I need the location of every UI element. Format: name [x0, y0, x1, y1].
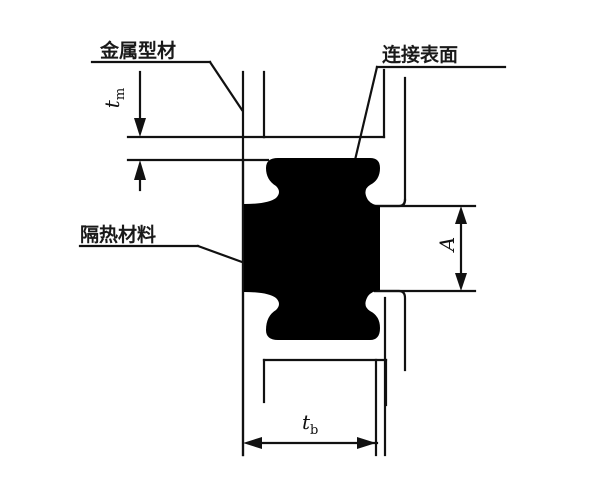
dimension-A: A — [435, 236, 460, 252]
label-metal-profile: 金属型材 — [100, 40, 177, 62]
label-connection-surface: 连接表面 — [382, 44, 459, 66]
dimension-tb: tb — [302, 410, 319, 438]
label-insulation-material: 隔热材料 — [80, 224, 157, 246]
dimension-tm: tm — [100, 87, 129, 109]
insulation-strip — [244, 158, 380, 340]
